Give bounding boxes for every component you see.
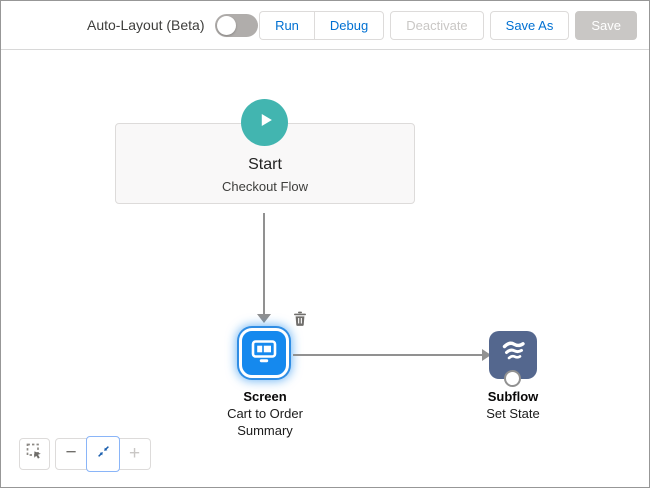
toolbar-buttons: Run Debug Deactivate Save As Save: [259, 10, 637, 40]
screen-node[interactable]: [239, 328, 289, 378]
save-button[interactable]: Save: [575, 10, 637, 40]
subflow-node-name: Set State: [486, 406, 540, 421]
screen-node-type: Screen: [243, 389, 287, 404]
run-debug-button-group: Run Debug: [259, 10, 385, 40]
screen-node-label: Screen Cart to Order Summary: [214, 388, 316, 439]
toolbar: Auto-Layout (Beta) Run Debug Deactivate …: [1, 1, 649, 50]
canvas-controls: − +: [19, 436, 151, 472]
marquee-select-icon: [26, 443, 43, 465]
auto-layout-toggle[interactable]: [214, 13, 258, 37]
run-button[interactable]: Run: [259, 10, 314, 40]
arrowhead-right-icon: [482, 349, 491, 361]
toggle-knob-icon: [216, 15, 236, 35]
subflow-node-label: Subflow Set State: [463, 388, 563, 422]
flow-canvas[interactable]: Start Checkout Flow: [1, 50, 649, 487]
compress-arrows-icon: [96, 444, 111, 464]
flow-waves-icon: [497, 337, 529, 374]
plus-icon: +: [128, 442, 141, 464]
zoom-out-button[interactable]: −: [55, 438, 87, 470]
connector-start-to-screen[interactable]: [263, 213, 265, 315]
subflow-node-type: Subflow: [487, 389, 539, 404]
debug-button[interactable]: Debug: [313, 10, 385, 40]
trash-icon[interactable]: [293, 311, 307, 326]
save-as-button[interactable]: Save As: [489, 10, 570, 40]
auto-layout-label: Auto-Layout (Beta): [87, 17, 205, 33]
start-node-subtitle: Checkout Flow: [222, 179, 308, 194]
zoom-in-button[interactable]: +: [119, 438, 151, 470]
start-play-button[interactable]: [241, 99, 288, 146]
minus-icon: −: [65, 442, 77, 463]
subflow-connector-port[interactable]: [504, 370, 521, 387]
monitor-icon: [248, 335, 280, 372]
arrowhead-down-icon: [257, 314, 271, 323]
auto-layout-group: Auto-Layout (Beta): [87, 13, 258, 37]
screen-node-name: Cart to Order Summary: [227, 406, 303, 438]
play-icon: [254, 109, 276, 136]
marquee-select-button[interactable]: [19, 438, 50, 470]
connector-screen-to-subflow[interactable]: [293, 354, 482, 356]
start-node-title: Start: [248, 156, 282, 173]
fit-view-button[interactable]: [86, 436, 120, 472]
deactivate-button[interactable]: Deactivate: [390, 10, 484, 40]
